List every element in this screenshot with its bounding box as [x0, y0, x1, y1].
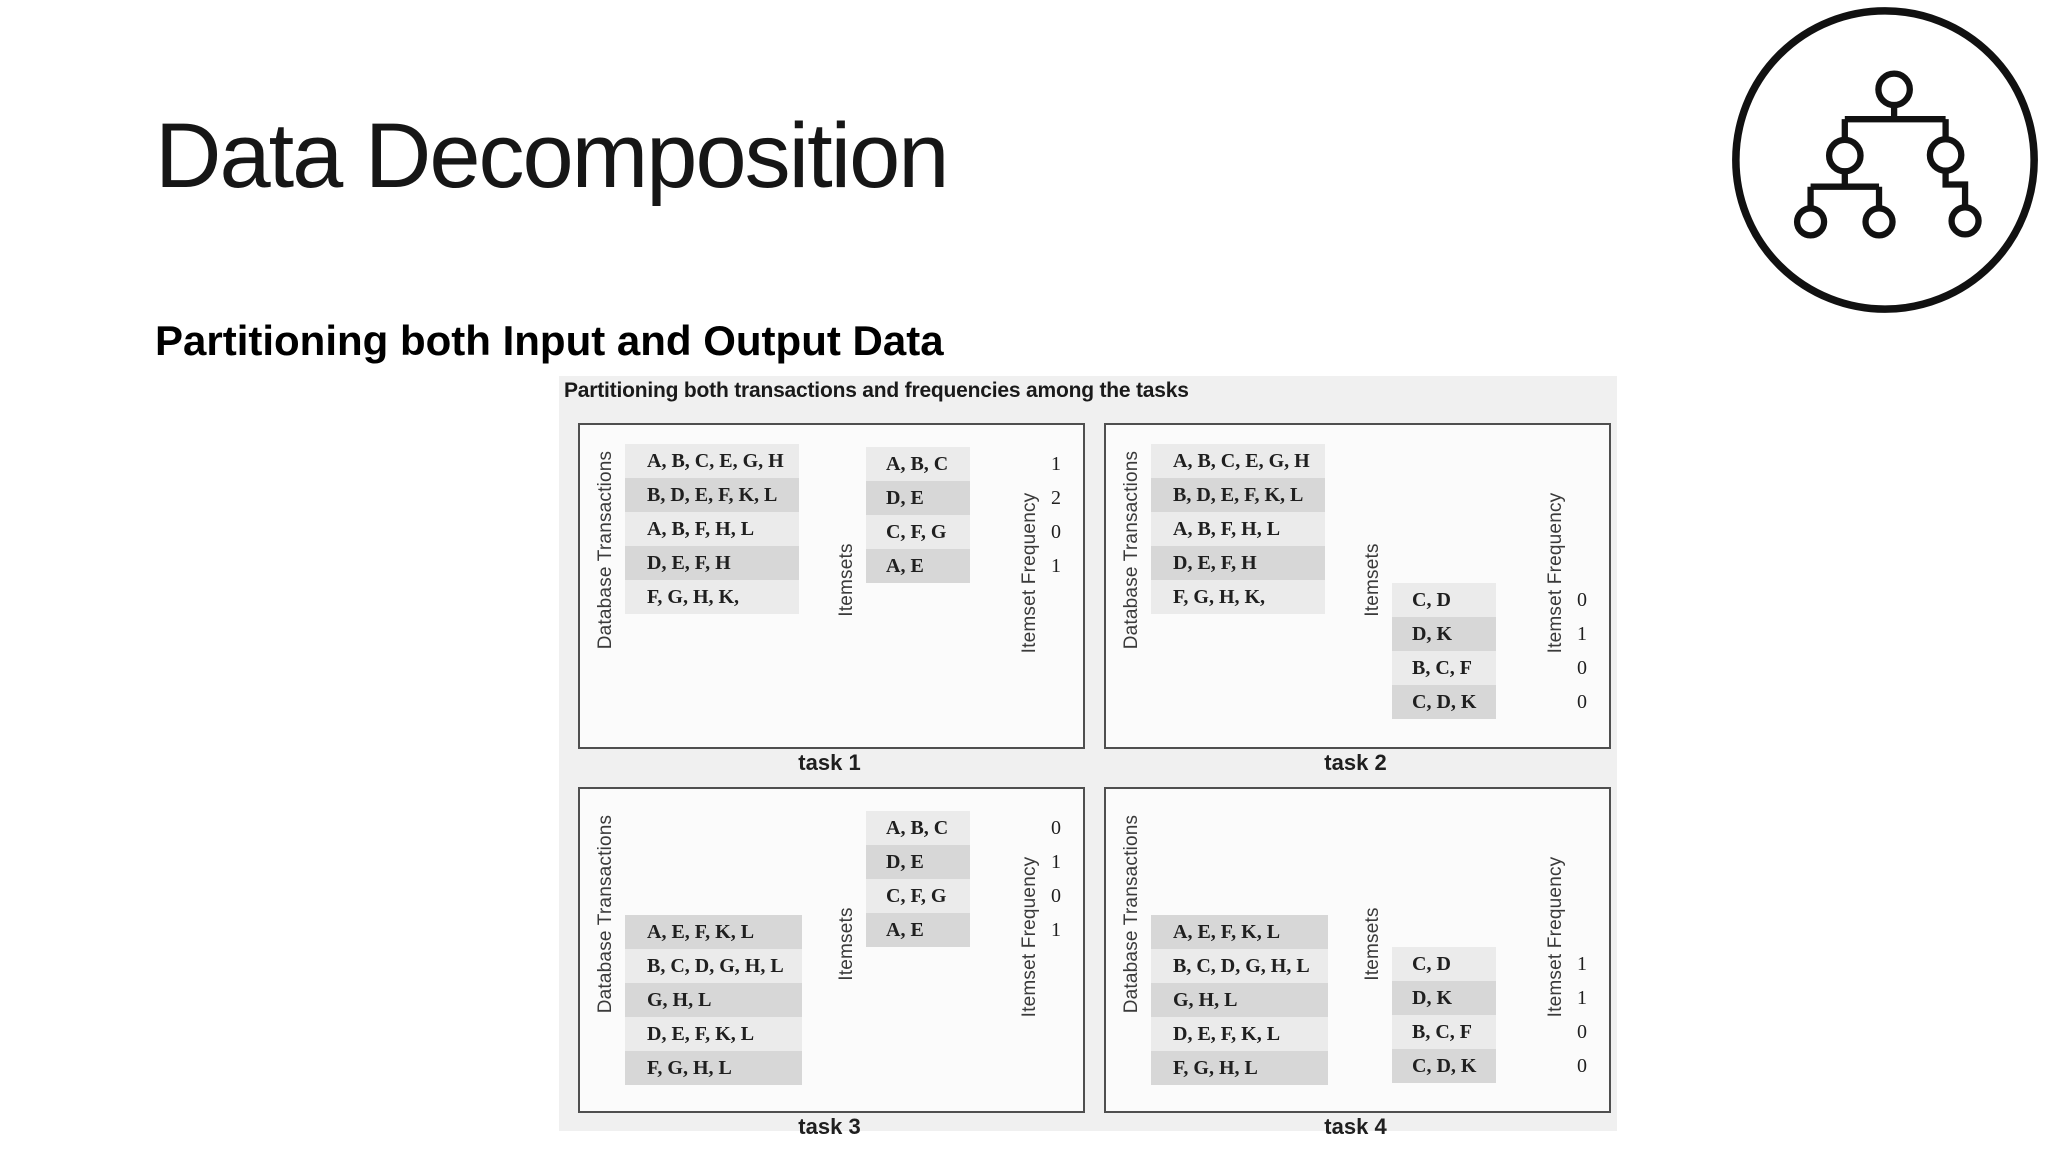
frequency-value: 1 [1051, 851, 1061, 873]
page-title: Data Decomposition [155, 105, 949, 207]
frequency-value: 0 [1051, 885, 1061, 907]
frequency-value: 1 [1051, 555, 1061, 577]
frequency-value: 1 [1577, 953, 1587, 975]
itemset-row: C, D, K [1392, 685, 1496, 719]
frequency-value: 0 [1577, 589, 1587, 611]
transaction-row: G, H, L [1151, 983, 1328, 1017]
transaction-row: F, G, H, L [625, 1051, 802, 1085]
itemsets-label: Itemsets [836, 907, 857, 981]
transaction-row: A, E, F, K, L [625, 915, 802, 949]
itemsets-label: Itemsets [1362, 907, 1383, 981]
itemset-row: D, K [1392, 617, 1496, 651]
transaction-row: A, B, C, E, G, H [1151, 444, 1325, 478]
frequency-list: 0 1 0 1 [1032, 811, 1080, 947]
transaction-row: F, G, H, L [1151, 1051, 1328, 1085]
itemset-row: A, B, C [866, 811, 970, 845]
frequency-value: 1 [1577, 623, 1587, 645]
frequency-value: 1 [1577, 987, 1587, 1009]
transaction-row: A, E, F, K, L [1151, 915, 1328, 949]
itemset-row: D, E [866, 481, 970, 515]
frequency-value: 0 [1051, 521, 1061, 543]
transaction-row: D, E, F, H [1151, 546, 1325, 580]
transaction-row: G, H, L [625, 983, 802, 1017]
itemset-row: D, E [866, 845, 970, 879]
transaction-row: A, B, C, E, G, H [625, 444, 799, 478]
frequency-list: 1 1 0 0 [1558, 947, 1606, 1083]
figure-title: Partitioning both transactions and frequ… [564, 379, 1189, 402]
itemset-row: D, K [1392, 981, 1496, 1015]
transaction-row: D, E, F, K, L [1151, 1017, 1328, 1051]
slide-subtitle: Partitioning both Input and Output Data [155, 317, 944, 364]
database-transactions-label: Database Transactions [595, 814, 616, 1014]
task-3-box: Database Transactions Itemsets Itemset F… [578, 787, 1085, 1113]
frequency-value: 0 [1577, 1055, 1587, 1077]
itemsets-list: A, B, C D, E C, F, G A, E [866, 811, 970, 947]
itemset-row: C, F, G [866, 879, 970, 913]
itemset-row: B, C, F [1392, 1015, 1496, 1049]
task-1-box: Database Transactions Itemsets Itemset F… [578, 423, 1085, 749]
itemset-row: C, D [1392, 947, 1496, 981]
frequency-value: 2 [1051, 487, 1061, 509]
transactions-list: A, E, F, K, L B, C, D, G, H, L G, H, L D… [1151, 915, 1328, 1085]
frequency-value: 0 [1577, 1021, 1587, 1043]
itemsets-label: Itemsets [836, 543, 857, 617]
transaction-row: F, G, H, K, [1151, 580, 1325, 614]
itemsets-list: C, D D, K B, C, F C, D, K [1392, 947, 1496, 1083]
transactions-list: A, E, F, K, L B, C, D, G, H, L G, H, L D… [625, 915, 802, 1085]
task-2-box: Database Transactions Itemsets Itemset F… [1104, 423, 1611, 749]
transaction-row: F, G, H, K, [625, 580, 799, 614]
task-2-label: task 2 [1324, 750, 1387, 775]
itemsets-label: Itemsets [1362, 543, 1383, 617]
itemset-row: A, E [866, 913, 970, 947]
database-transactions-label: Database Transactions [1121, 450, 1142, 650]
frequency-value: 0 [1577, 657, 1587, 679]
frequency-list: 0 1 0 0 [1558, 583, 1606, 719]
transaction-row: B, D, E, F, K, L [625, 478, 799, 512]
task-4-box: Database Transactions Itemsets Itemset F… [1104, 787, 1611, 1113]
itemset-row: C, D, K [1392, 1049, 1496, 1083]
itemset-row: C, D [1392, 583, 1496, 617]
itemsets-list: A, B, C D, E C, F, G A, E [866, 447, 970, 583]
transactions-list: A, B, C, E, G, H B, D, E, F, K, L A, B, … [625, 444, 799, 614]
frequency-value: 1 [1051, 919, 1061, 941]
frequency-value: 0 [1051, 817, 1061, 839]
task-4-label: task 4 [1324, 1114, 1387, 1139]
transaction-row: B, C, D, G, H, L [625, 949, 802, 983]
database-transactions-label: Database Transactions [1121, 814, 1142, 1014]
itemset-row: C, F, G [866, 515, 970, 549]
transaction-row: A, B, F, H, L [625, 512, 799, 546]
transaction-row: D, E, F, K, L [625, 1017, 802, 1051]
transaction-row: A, B, F, H, L [1151, 512, 1325, 546]
itemset-row: B, C, F [1392, 651, 1496, 685]
frequency-list: 1 2 0 1 [1032, 447, 1080, 583]
transaction-row: B, D, E, F, K, L [1151, 478, 1325, 512]
transactions-list: A, B, C, E, G, H B, D, E, F, K, L A, B, … [1151, 444, 1325, 614]
itemsets-list: C, D D, K B, C, F C, D, K [1392, 583, 1496, 719]
frequency-value: 1 [1051, 453, 1061, 475]
itemset-row: A, B, C [866, 447, 970, 481]
task-3-label: task 3 [798, 1114, 861, 1139]
figure-partitioning: Partitioning both transactions and frequ… [559, 376, 1617, 1139]
transaction-row: D, E, F, H [625, 546, 799, 580]
itemset-row: A, E [866, 549, 970, 583]
database-transactions-label: Database Transactions [595, 450, 616, 650]
transaction-row: B, C, D, G, H, L [1151, 949, 1328, 983]
hierarchy-tree-icon [1732, 7, 2038, 313]
task-1-label: task 1 [798, 750, 861, 775]
frequency-value: 0 [1577, 691, 1587, 713]
